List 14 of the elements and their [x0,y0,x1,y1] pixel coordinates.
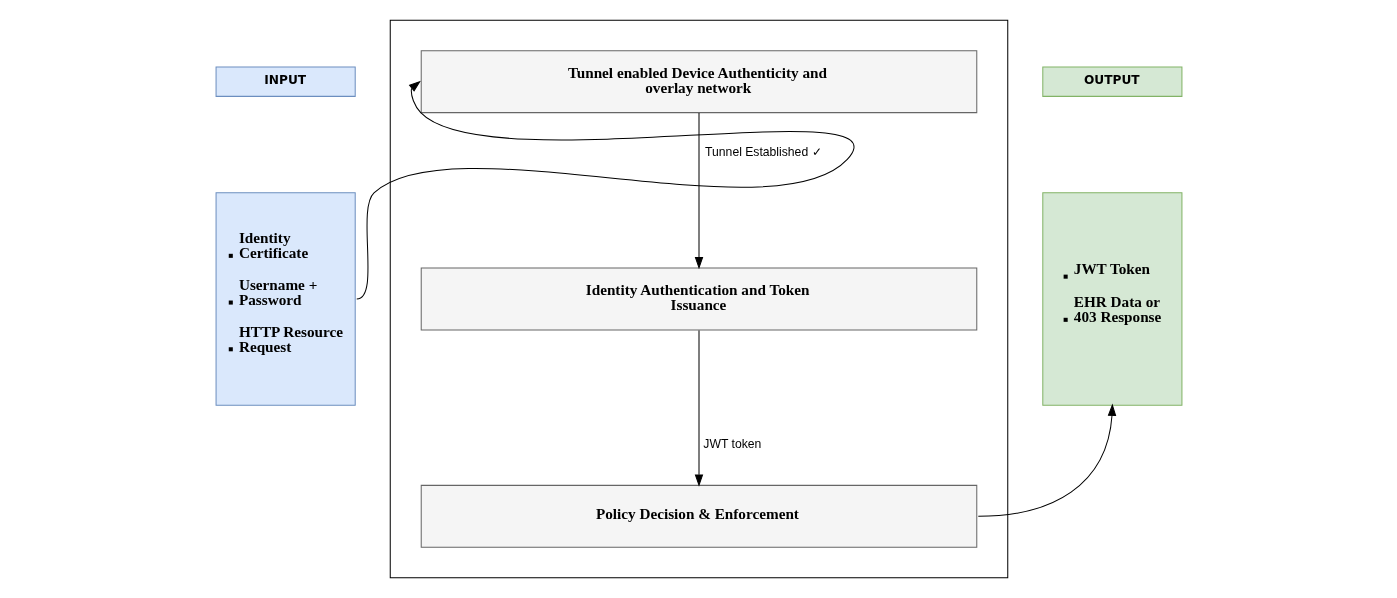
arrow [977,403,1116,517]
node-box: JWT Token EHR Data or 403 Response [1041,192,1182,406]
node-box: Policy Decision & Enforcement [420,484,977,548]
node-box: Tunnel enabled Device Authenticity and overlay network [420,50,977,114]
arrow [355,80,854,300]
arrow [694,112,703,270]
cluster [389,19,1008,579]
edge-label: JWT token [702,437,761,452]
node-box: OUTPUT [1041,66,1182,97]
edge-label: Tunnel Established ✓ [704,144,822,159]
node-box: Identity Authentication and Token Issuance [420,267,977,331]
arrow [694,329,703,487]
node-box: INPUT [215,66,356,97]
node-box: Identity Certificate Username + Password HTTP Resource Request [215,192,356,406]
